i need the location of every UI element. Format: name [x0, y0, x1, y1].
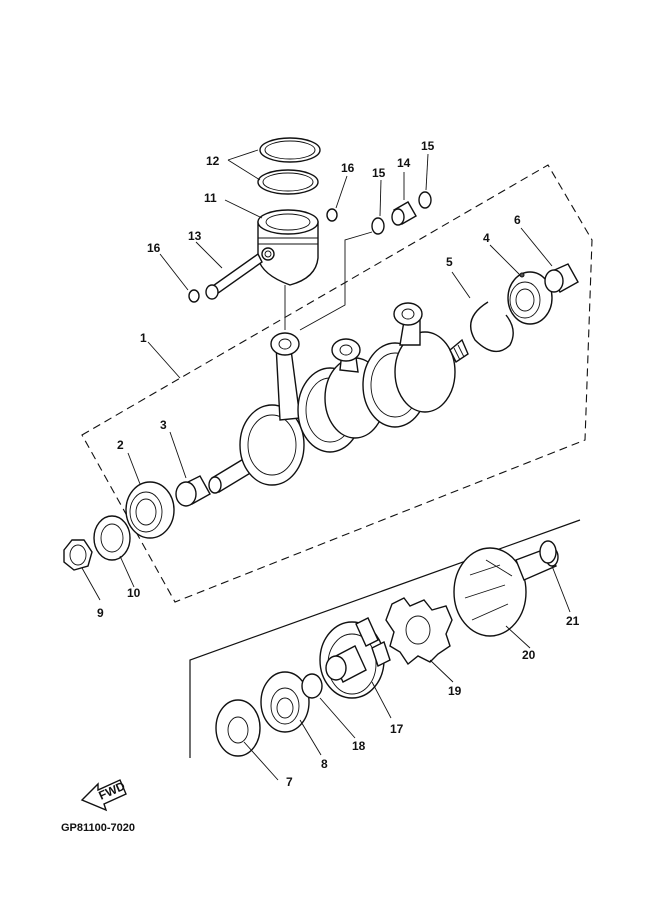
- circlip-right: [326, 208, 338, 222]
- callout-2: 2: [117, 438, 124, 452]
- callout-10: 10: [127, 586, 141, 600]
- coupling-driven: [453, 547, 559, 637]
- callout-16b: 16: [341, 161, 355, 175]
- callout-1: 1: [140, 331, 147, 345]
- callout-21: 21: [566, 614, 580, 628]
- callout-17: 17: [390, 722, 404, 736]
- callout-9: 9: [97, 606, 104, 620]
- main-bearing-right: [507, 271, 553, 325]
- callout-15a: 15: [372, 166, 386, 180]
- crankshaft: [208, 302, 469, 494]
- washer-left: [371, 217, 385, 235]
- coupling-drive: [319, 617, 391, 699]
- leader-lines: [81, 149, 571, 781]
- callout-11: 11: [204, 191, 217, 205]
- fwd-arrow-icon: FWD: [80, 779, 127, 812]
- callout-13: 13: [188, 229, 202, 243]
- callout-12: 12: [206, 154, 220, 168]
- callout-19: 19: [448, 684, 462, 698]
- callout-15b: 15: [421, 139, 435, 153]
- callout-4: 4: [483, 231, 490, 245]
- coupling-washer: [215, 699, 261, 757]
- circlip-coupling: [539, 540, 557, 564]
- piston-rings: [257, 137, 321, 195]
- callout-16a: 16: [147, 241, 161, 255]
- small-end-bearing: [391, 201, 417, 226]
- washer-right: [418, 191, 432, 209]
- oil-seal: [544, 263, 579, 293]
- coupling-group-bracket: [189, 519, 581, 758]
- nut: [63, 539, 93, 571]
- circlip-left: [188, 289, 200, 303]
- callout-20: 20: [522, 648, 536, 662]
- callout-18: 18: [352, 739, 366, 753]
- o-ring: [301, 673, 323, 699]
- crankshaft-assembly-boundary: [81, 164, 593, 603]
- piston: [257, 209, 319, 330]
- callout-5: 5: [446, 255, 453, 269]
- piston-pin: [205, 252, 263, 300]
- coupling-damper: [385, 597, 453, 666]
- diagram-code: GP81100-7020: [61, 822, 136, 834]
- spacer: [175, 475, 211, 507]
- seal-ring: [93, 515, 131, 561]
- callout-8: 8: [321, 757, 328, 771]
- callout-6: 6: [514, 213, 521, 227]
- callout-7: 7: [286, 775, 293, 789]
- callout-14: 14: [397, 156, 411, 170]
- crank-seal-ring: [470, 301, 514, 353]
- coupling-spacer: [260, 671, 310, 733]
- main-bearing-left: [125, 481, 175, 539]
- callout-3: 3: [160, 418, 167, 432]
